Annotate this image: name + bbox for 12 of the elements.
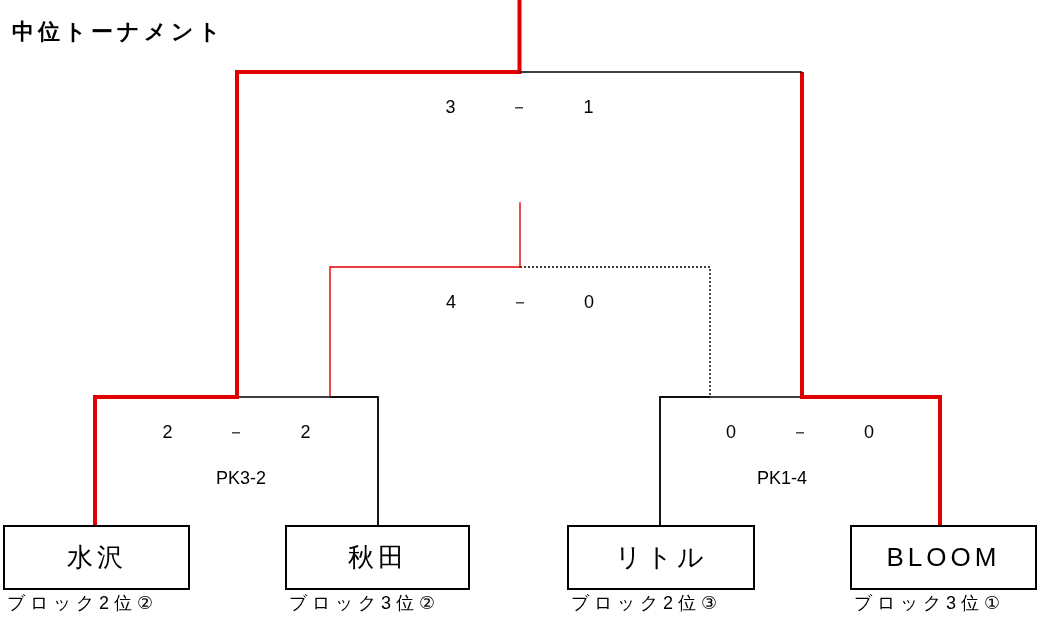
- team-box: 水沢: [3, 525, 190, 590]
- team-box: リトル: [567, 525, 755, 590]
- title: 中位トーナメント: [12, 18, 225, 46]
- bracket-line: [329, 202, 711, 526]
- rank-label: ブロック3位①: [854, 592, 1006, 614]
- rank-label: ブロック2位③: [571, 592, 723, 614]
- penalty-score-label: PK1-4: [757, 467, 807, 489]
- rank-label: ブロック2位②: [7, 592, 159, 614]
- team-box: 秋田: [285, 525, 470, 590]
- team-box: BLOOM: [850, 525, 1037, 590]
- penalty-score-label: PK3-2: [216, 467, 266, 489]
- rank-label: ブロック3位②: [289, 592, 441, 614]
